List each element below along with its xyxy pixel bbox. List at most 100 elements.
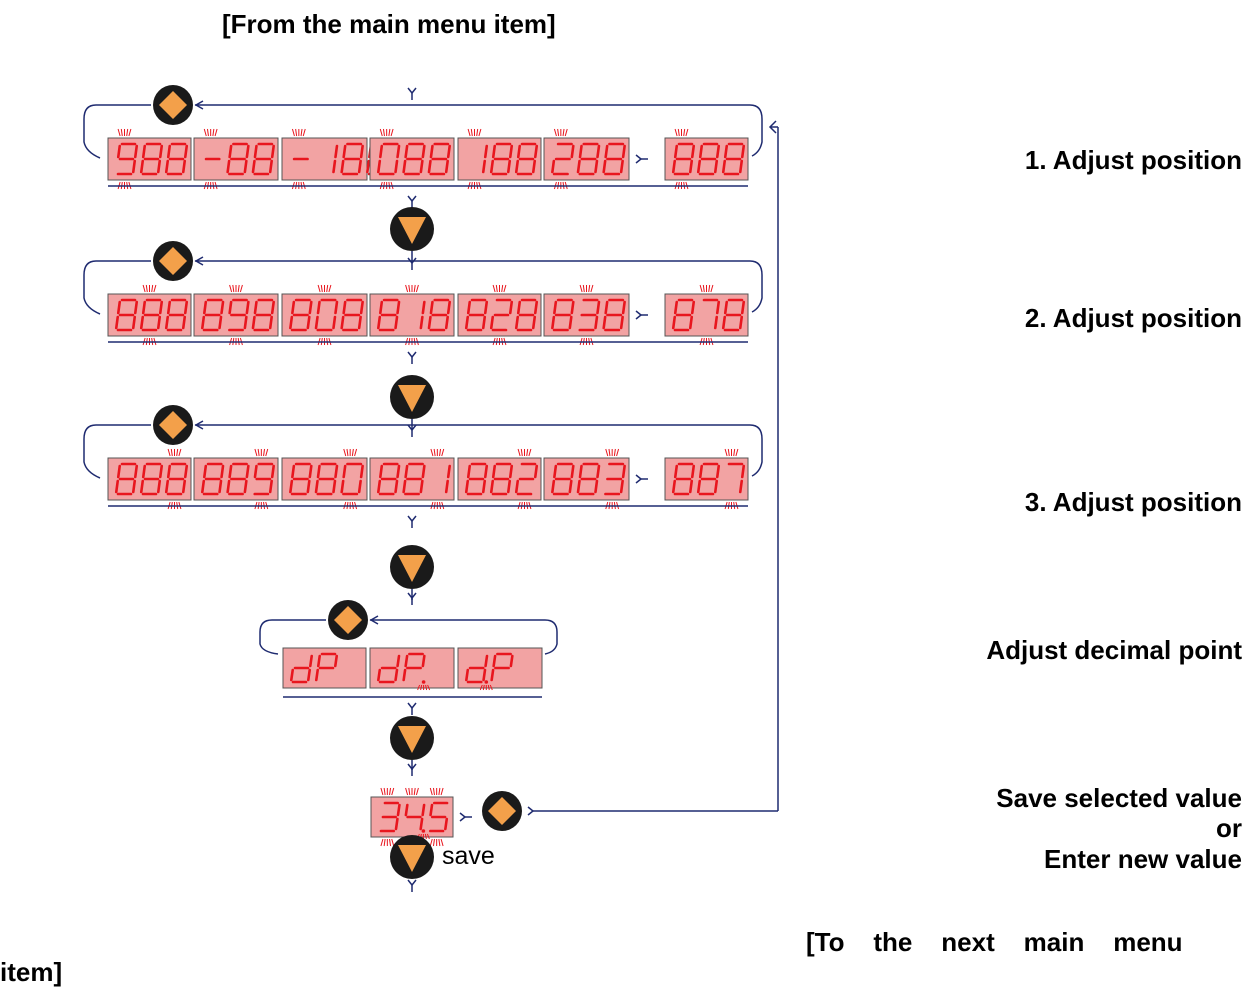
display-segment xyxy=(491,144,497,159)
blink-mark xyxy=(380,787,384,796)
display-segment xyxy=(243,159,248,174)
display-digit xyxy=(332,144,339,174)
arrow-head-left xyxy=(194,256,204,266)
display-segment xyxy=(738,159,744,174)
arrow-head-left xyxy=(369,615,379,625)
display-segment xyxy=(220,464,225,479)
display-segment xyxy=(251,315,256,330)
loop-left-curve xyxy=(83,424,151,479)
triangle-down-icon xyxy=(398,845,426,872)
blink-mark xyxy=(291,128,295,137)
display-segment xyxy=(220,300,225,315)
display-segment xyxy=(332,479,337,494)
display-digit xyxy=(379,801,401,833)
triangle-down-icon xyxy=(398,217,426,244)
blink-mark xyxy=(487,684,490,691)
step-3-display-2 xyxy=(193,448,279,510)
blink-mark xyxy=(553,128,557,137)
arrow-to-down-4 xyxy=(407,702,417,715)
flow-arrow-down xyxy=(407,592,417,605)
display-segment xyxy=(332,315,337,330)
blink-mark xyxy=(408,787,411,796)
blink-mark xyxy=(420,684,423,691)
display-segment xyxy=(158,144,164,159)
blink-mark xyxy=(727,448,730,457)
blink-mark xyxy=(126,128,129,137)
display-segment xyxy=(421,300,426,315)
flow-arrow-down xyxy=(407,763,417,776)
blink-indicator xyxy=(380,787,395,847)
display-segment xyxy=(671,159,677,174)
blink-mark xyxy=(380,838,384,847)
display-digit xyxy=(251,142,275,176)
display-segment xyxy=(604,300,609,315)
step-3-display-4 xyxy=(369,448,455,510)
blink-mark xyxy=(145,284,148,293)
display-digit xyxy=(464,298,489,332)
blink-mark xyxy=(203,128,207,137)
display-segment xyxy=(253,144,258,159)
display-segment xyxy=(379,144,384,159)
display-segment xyxy=(366,159,371,174)
blink-mark xyxy=(265,448,269,457)
decimal-step-label: Adjust decimal point xyxy=(986,635,1242,665)
arrow-head-left xyxy=(194,100,204,110)
display-segment xyxy=(688,479,694,494)
display-digit xyxy=(551,462,575,496)
step-3-display-6 xyxy=(543,448,630,510)
display-segment xyxy=(404,144,409,159)
blink-mark xyxy=(528,448,532,457)
display-segment xyxy=(713,315,719,330)
display-segment xyxy=(594,315,599,330)
display-segment xyxy=(181,479,187,494)
step-1-label: 1. Adjust position xyxy=(1024,145,1242,175)
blink-indicator xyxy=(167,448,182,510)
blink-mark xyxy=(153,284,157,293)
blink-mark xyxy=(702,284,705,293)
blink-mark xyxy=(590,284,594,293)
blink-mark xyxy=(733,448,736,457)
display-segment xyxy=(243,479,248,494)
save-text: save xyxy=(442,842,495,870)
step-2-display-4 xyxy=(369,284,455,346)
arrow-out-save xyxy=(527,806,540,816)
display-segment xyxy=(509,654,514,668)
diamond-icon xyxy=(159,91,187,119)
arrow-head-left xyxy=(768,120,777,134)
display-segment xyxy=(421,803,426,817)
display-digit xyxy=(576,462,601,496)
display-segment xyxy=(158,464,164,479)
display-digit xyxy=(164,142,189,176)
display-segment xyxy=(316,300,321,315)
display-digit xyxy=(427,298,451,332)
display-segment xyxy=(421,654,426,668)
display-segment xyxy=(342,300,347,315)
blink-mark xyxy=(389,787,392,796)
display-segment xyxy=(379,464,384,479)
display-segment xyxy=(404,464,409,479)
display-segment xyxy=(332,159,337,174)
display-digit xyxy=(340,298,364,332)
display-segment xyxy=(419,479,424,494)
display-segment xyxy=(141,144,147,159)
display-digit xyxy=(481,144,489,174)
blink-mark xyxy=(178,448,182,457)
blink-mark xyxy=(383,787,386,796)
display-segment xyxy=(377,315,382,330)
display-segment xyxy=(671,479,677,494)
blink-mark xyxy=(685,128,689,137)
display-segment xyxy=(516,144,522,159)
display-digit xyxy=(314,462,339,496)
display-segment xyxy=(396,803,401,817)
display-segment xyxy=(156,159,162,174)
display-segment xyxy=(514,315,520,330)
loop-left-curve xyxy=(83,260,151,315)
display-segment xyxy=(402,668,407,682)
flow-arrow-ellipsis xyxy=(635,154,648,164)
display-segment xyxy=(334,144,339,159)
display-segment xyxy=(673,144,679,159)
display-segment xyxy=(673,464,679,479)
arrow-head-left xyxy=(194,420,204,430)
blink-mark xyxy=(430,448,434,457)
